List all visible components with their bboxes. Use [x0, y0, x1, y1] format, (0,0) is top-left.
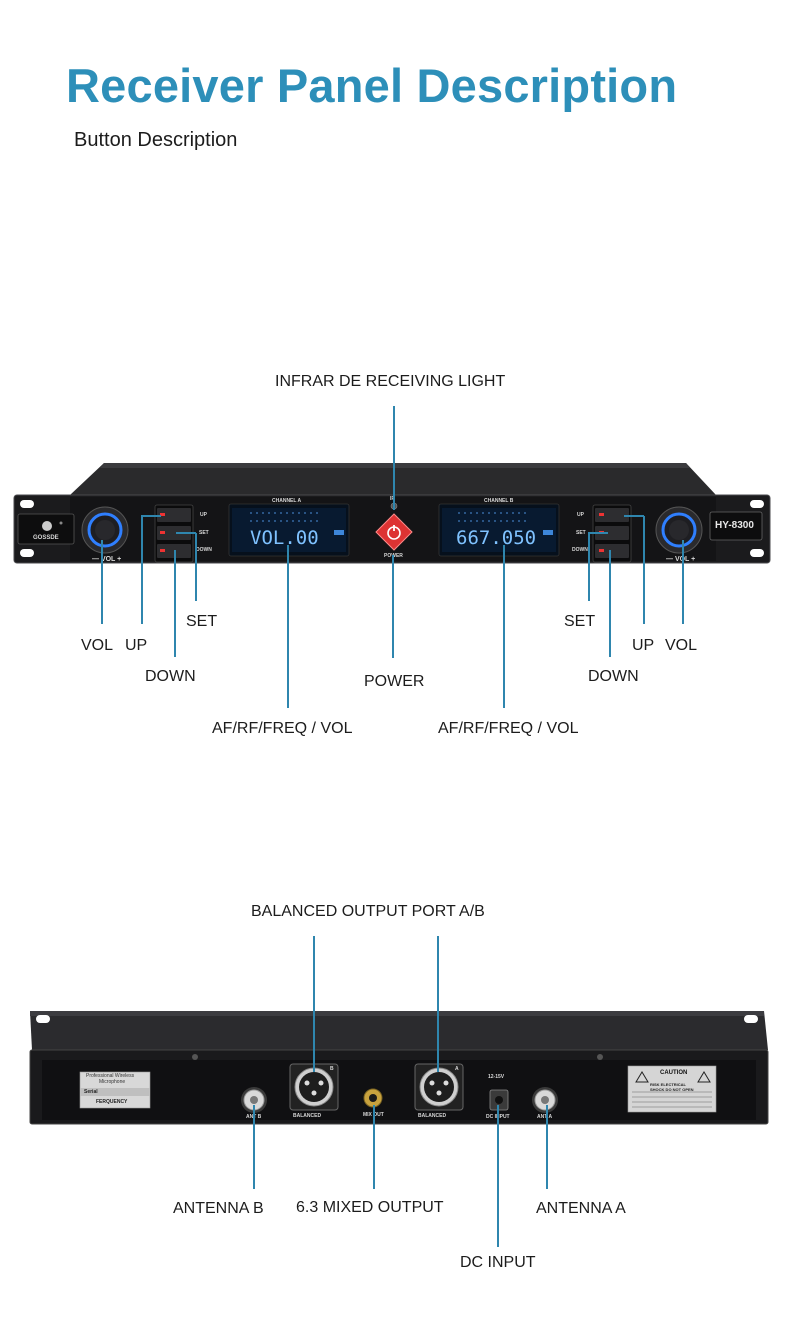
line-down-left: [174, 550, 176, 657]
sticker-line2: Microphone: [99, 1079, 126, 1085]
line-dc-input: [497, 1105, 499, 1247]
callout-mixed-output: 6.3 MIXED OUTPUT: [296, 1199, 444, 1216]
left-up-panel-label: UP: [200, 512, 207, 518]
line-set-right: [588, 533, 590, 601]
line-infrared: [393, 406, 395, 510]
ant-a-panel-label: ANT A: [537, 1114, 553, 1120]
callout-down-left: DOWN: [145, 668, 196, 685]
xlr-b-mark: B: [330, 1066, 334, 1072]
balanced-a-panel-label: BALANCED: [418, 1113, 447, 1119]
model-badge: HY-8300: [715, 520, 754, 531]
callout-set-right: SET: [564, 613, 596, 630]
line-set-left-h: [176, 532, 196, 534]
line-antenna-b: [253, 1105, 255, 1189]
callout-af-right: AF/RF/FREQ / VOL: [438, 720, 579, 737]
callout-antenna-b: ANTENNA B: [173, 1200, 264, 1217]
rear-panel-image: [29, 1011, 769, 1125]
ir-label: IR: [390, 496, 395, 502]
line-up-right: [643, 516, 645, 624]
xlr-a-mark: A: [455, 1066, 459, 1072]
line-down-right: [609, 550, 611, 657]
right-up-panel-label: UP: [577, 512, 584, 518]
line-up-right-h: [624, 515, 644, 517]
brand-badge: GOSSDE: [33, 535, 59, 541]
callout-vol-right: VOL: [665, 637, 698, 654]
callout-dc-input: DC INPUT: [460, 1254, 536, 1271]
left-down-panel-label: DOWN: [196, 547, 212, 553]
line-mixed-output: [373, 1105, 375, 1189]
line-af-left: [287, 545, 289, 708]
balanced-b-panel-label: BALANCED: [293, 1113, 322, 1119]
line-af-right: [503, 545, 505, 708]
callout-up-right: UP: [632, 637, 655, 654]
line-vol-left: [101, 540, 103, 624]
callout-down-right: DOWN: [588, 668, 639, 685]
line-balanced-b: [313, 936, 315, 1072]
line-balanced-a: [437, 936, 439, 1072]
callout-up-left: UP: [125, 637, 148, 654]
dc-voltage-label: 12-15V: [488, 1074, 505, 1080]
callout-infrared-light: INFRAR DE RECEIVING LIGHT: [275, 373, 506, 390]
left-vol-knob-label: — VOL +: [92, 556, 122, 563]
right-set-panel-label: SET: [576, 530, 586, 536]
page-subtitle: Button Description: [74, 129, 238, 151]
line-up-left-h: [141, 515, 161, 517]
line-set-right-h: [588, 532, 608, 534]
callout-balanced-output: BALANCED OUTPUT PORT A/B: [251, 903, 485, 920]
line-up-left: [141, 516, 143, 624]
callout-antenna-a: ANTENNA A: [536, 1200, 626, 1217]
lcd-b-display: 667.050: [456, 527, 537, 549]
left-set-panel-label: SET: [199, 530, 209, 536]
caution-subtext: RISK ELECTRICAL SHOCK DO NOT OPEN: [650, 1082, 694, 1092]
channel-a-label: CHANNEL A: [272, 498, 302, 504]
callout-set-left: SET: [186, 613, 218, 630]
page-title: Receiver Panel Description: [66, 59, 678, 112]
right-down-panel-label: DOWN: [572, 547, 588, 553]
lcd-a-display: VOL.00: [250, 527, 319, 549]
front-panel-image: [13, 463, 771, 564]
sticker-line1: Professional Wireless: [86, 1073, 135, 1079]
callout-vol-left: VOL: [81, 637, 114, 654]
callout-af-left: AF/RF/FREQ / VOL: [212, 720, 353, 737]
line-set-left: [195, 533, 197, 601]
channel-b-label: CHANNEL B: [484, 498, 514, 504]
right-vol-knob-label: — VOL +: [666, 556, 696, 563]
line-power: [392, 555, 394, 658]
callout-power: POWER: [364, 673, 425, 690]
sticker-serial: Serial: [84, 1089, 98, 1095]
line-vol-right: [682, 540, 684, 624]
caution-title: CAUTION: [660, 1070, 688, 1076]
sticker-frequency: FERQUENCY: [96, 1099, 128, 1105]
line-antenna-a: [546, 1105, 548, 1189]
